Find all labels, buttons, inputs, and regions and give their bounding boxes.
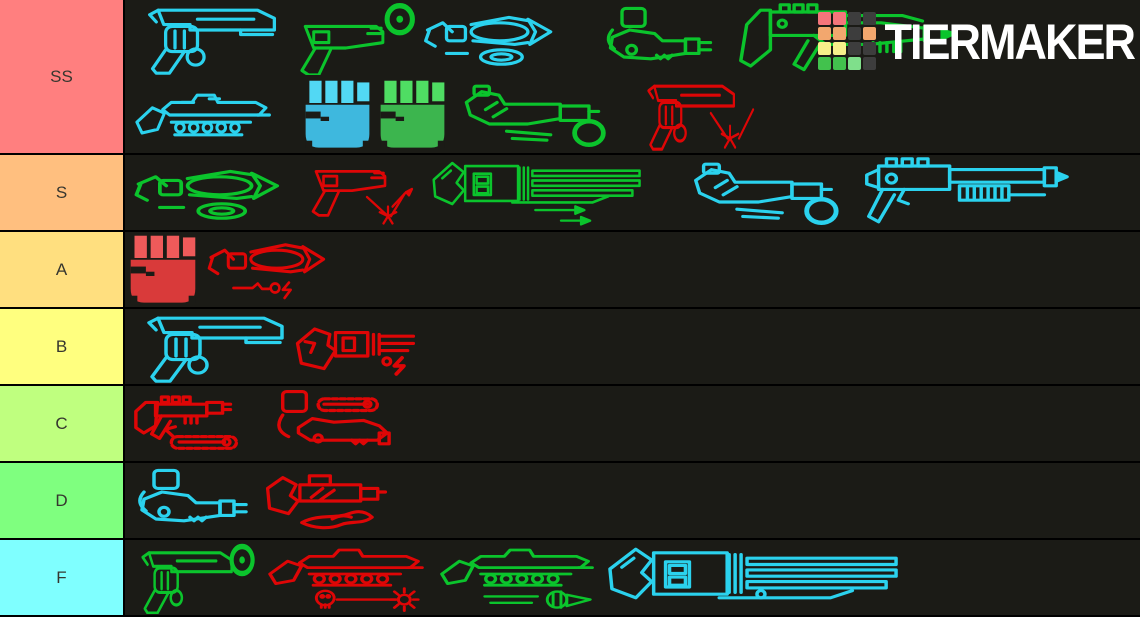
weapon-grenade-launcher-cyan-icon[interactable] [128, 465, 258, 537]
weapon-long-rifle-skull-red-icon[interactable] [262, 542, 430, 614]
weapon-revolver-burst-red-icon[interactable] [635, 79, 757, 151]
weapon-shotgun-chainsaw-red-icon[interactable] [128, 388, 261, 460]
tier-content-b [125, 309, 1140, 384]
tier-line [125, 386, 1140, 461]
tier-label-s[interactable]: S [0, 155, 125, 230]
weapon-heavy-rail-cyan-icon[interactable] [602, 542, 905, 614]
tier-line [125, 77, 1140, 153]
tier-line [125, 1, 1140, 77]
tier-content-c [125, 386, 1140, 461]
tier-row-d: D [0, 463, 1140, 540]
weapon-long-rifle-cyan-icon[interactable] [130, 79, 272, 151]
tier-row-c: C [0, 386, 1140, 463]
weapon-revolver-target-green-icon[interactable] [128, 542, 261, 614]
tier-line [125, 155, 1140, 230]
weapon-ring-blaster-cyan-icon[interactable] [682, 157, 844, 229]
tier-label-ss[interactable]: SS [0, 0, 125, 153]
tier-row-ss: SS [0, 0, 1140, 155]
tier-content-f [125, 540, 1140, 615]
weapon-harpoon-disc-green-icon[interactable] [130, 157, 290, 229]
tier-label-a[interactable]: A [0, 232, 125, 307]
weapon-flame-gun-red-icon[interactable] [260, 465, 393, 537]
logo-grid-square-14 [847, 57, 861, 70]
weapon-pistol-burst-red-icon[interactable] [298, 157, 418, 229]
logo-grid-square-3 [862, 12, 876, 25]
logo-grid-square-13 [832, 57, 846, 70]
tier-label-f[interactable]: F [0, 540, 125, 615]
logo-grid-square-1 [832, 12, 846, 25]
weapon-revolver-cyan-large-icon[interactable] [128, 311, 288, 383]
tiermaker-logo: TIERMAKER [817, 12, 1136, 70]
tier-label-text-d: D [55, 490, 68, 510]
weapon-rail-pistol-red-icon[interactable] [288, 311, 421, 383]
logo-grid-square-9 [832, 42, 846, 55]
tier-line [125, 309, 1140, 384]
tiermaker-logo-grid-icon [817, 12, 876, 70]
weapon-fist-blue-icon[interactable] [300, 79, 375, 151]
logo-grid-square-0 [817, 12, 831, 25]
logo-grid-square-7 [862, 27, 876, 40]
tier-content-ss [125, 0, 1140, 153]
weapon-grenade-launcher-green-icon[interactable] [597, 3, 722, 75]
tier-label-text-b: B [55, 336, 68, 356]
weapon-fist-red-icon[interactable] [125, 234, 201, 306]
tier-row-f: F [0, 540, 1140, 617]
tier-label-text-s: S [55, 182, 68, 202]
tier-label-text-a: A [55, 259, 68, 279]
weapon-heavy-rail-darts-green-icon[interactable] [428, 157, 646, 229]
tier-content-d [125, 463, 1140, 538]
tiermaker-logo-text: TIERMAKER [884, 12, 1136, 70]
logo-grid-square-4 [817, 27, 831, 40]
tier-label-text-c: C [55, 413, 68, 433]
weapon-revolver-cyan-icon[interactable] [130, 3, 280, 75]
tier-row-s: S [0, 155, 1140, 232]
tier-label-text-ss: SS [50, 66, 73, 86]
weapon-ring-blaster-green-icon[interactable] [453, 79, 611, 151]
weapon-pump-shotgun-cyan-icon[interactable] [849, 156, 1071, 229]
logo-grid-square-12 [817, 57, 831, 70]
weapon-fist-green-icon[interactable] [375, 79, 450, 151]
logo-grid-square-5 [832, 27, 846, 40]
tier-line [125, 232, 1140, 307]
logo-grid-square-6 [847, 27, 861, 40]
logo-grid-square-10 [847, 42, 861, 55]
tier-row-b: B [0, 309, 1140, 386]
weapon-long-rifle-drill-green-icon[interactable] [434, 542, 600, 614]
logo-grid-square-2 [847, 12, 861, 25]
tier-label-d[interactable]: D [0, 463, 125, 538]
tier-label-b[interactable]: B [0, 309, 125, 384]
logo-grid-square-11 [862, 42, 876, 55]
tier-content-s [125, 155, 1140, 230]
tier-label-c[interactable]: C [0, 386, 125, 461]
weapon-pistol-target-green-icon[interactable] [285, 2, 420, 75]
logo-grid-square-8 [817, 42, 831, 55]
tier-row-a: A [0, 232, 1140, 309]
tier-line [125, 463, 1140, 538]
logo-grid-square-15 [862, 57, 876, 70]
weapon-chainsaw-launcher-red-icon[interactable] [263, 388, 396, 460]
tier-content-a [125, 232, 1140, 307]
tier-label-text-f: F [56, 567, 67, 587]
tier-line [125, 540, 1140, 615]
weapon-harpoon-zap-red-icon[interactable] [204, 234, 334, 306]
weapon-harpoon-cyan-icon[interactable] [420, 3, 562, 75]
